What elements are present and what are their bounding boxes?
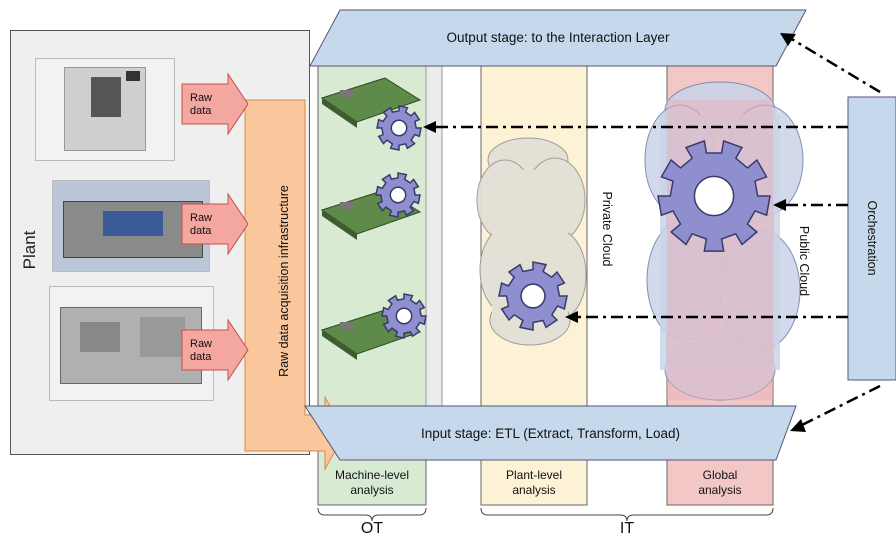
machine-level-label: Machine-level analysis [334,468,410,497]
orchestration-to-input-line [799,384,881,428]
arrowhead-machine [423,121,436,133]
arrowhead-output [780,33,796,46]
machine-image-1 [35,58,175,161]
output-stage-label: Output stage: to the Interaction Layer [446,30,670,45]
it-brace [480,507,774,522]
raw-data-label-3: Raw data [190,338,213,363]
input-stage-label: Input stage: ETL (Extract, Transform, Lo… [420,426,681,441]
raw-data-label-2: Raw data [190,212,213,237]
orchestration-to-output-line [789,36,881,94]
raw-data-label-1: Raw data [190,92,213,117]
arrowhead-input [790,419,806,432]
raw-data-arrow-1 [181,72,249,136]
global-level-label: Global analysis [698,468,742,497]
orchestration-box [847,96,896,381]
ot-brace [317,507,427,522]
arrowhead-global [773,199,786,211]
output-stage-banner [309,9,807,67]
global-gear-icon [657,139,771,252]
plant-gear-icon [498,261,568,331]
machine-gear-icon-1 [376,105,422,151]
input-stage-banner [304,405,797,461]
machine-board-1 [320,77,422,128]
machine-gear-icon-2 [375,172,421,218]
machine-gear-icon-3 [381,293,427,339]
raw-data-arrow-2 [181,192,249,256]
arrowhead-plant [565,311,578,323]
plant-level-label: Plant-level analysis [505,468,563,497]
machine-image-2 [52,180,210,272]
it-label: IT [619,520,635,537]
ot-label: OT [360,520,384,537]
raw-data-arrow-3 [181,318,249,382]
